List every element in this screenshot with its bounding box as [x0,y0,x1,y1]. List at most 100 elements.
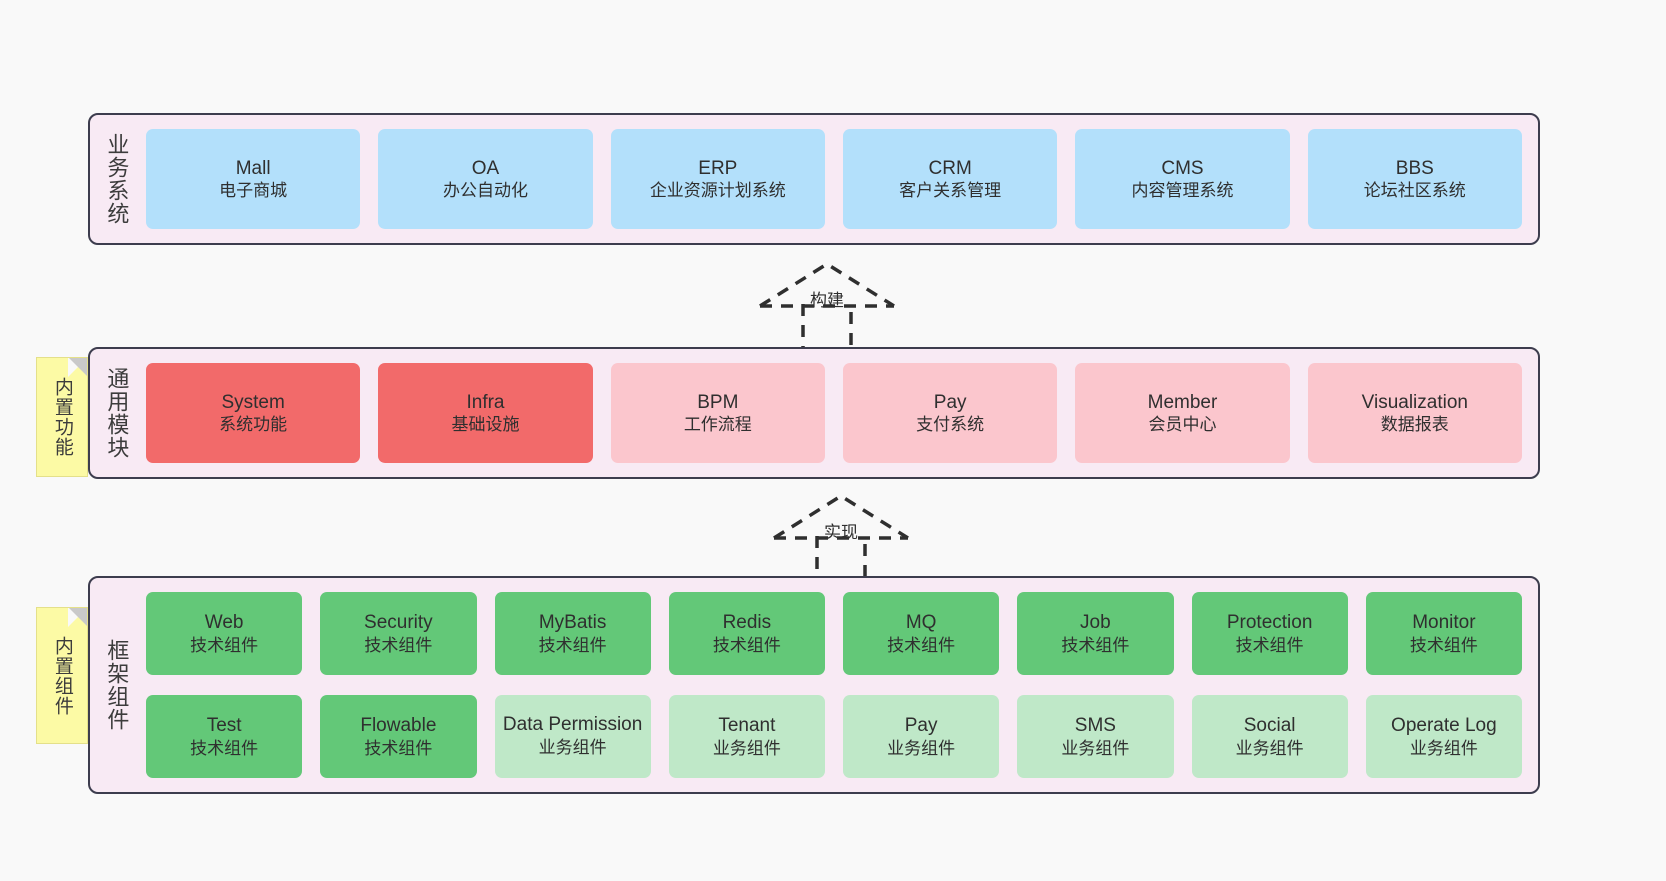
node-label-en: Monitor [1412,612,1476,633]
node-mybatis[interactable]: MyBatis 技术组件 [494,592,651,675]
layer-business-system-title: 业务系统 [104,133,130,225]
node-label-cn: 数据报表 [1380,415,1449,435]
layer-business-system: 业务系统 Mall 电子商城 OA 办公自动化 ERP 企业资源计划系统 CRM [88,113,1540,245]
node-flowable[interactable]: Flowable 技术组件 [320,695,477,778]
layer-framework-component-title: 框架组件 [104,639,130,731]
node-row: Test 技术组件 Flowable 技术组件 Data Permission … [146,695,1522,778]
node-monitor[interactable]: Monitor 技术组件 [1365,592,1522,675]
node-label-cn: 会员中心 [1148,415,1217,435]
node-system[interactable]: System 系统功能 [146,363,361,463]
node-label-en: OA [471,157,500,179]
node-label-en: MQ [905,612,937,633]
note-fold-corner-icon [69,608,87,626]
node-label-en: Member [1147,391,1218,413]
node-label-en: Tenant [718,715,776,736]
layer-common-module: 通用模块 System 系统功能 Infra 基础设施 BPM 工作流程 Pay [88,347,1540,479]
node-security[interactable]: Security 技术组件 [320,592,477,675]
node-social[interactable]: Social 业务组件 [1191,695,1348,778]
note-builtin-component: 内置组件 [36,607,88,744]
layer-business-system-body: Mall 电子商城 OA 办公自动化 ERP 企业资源计划系统 CRM 客户关系… [142,115,1538,243]
node-label-en: Protection [1226,612,1313,633]
node-operate-log[interactable]: Operate Log 业务组件 [1365,695,1522,778]
node-pay-business[interactable]: Pay 业务组件 [843,695,1000,778]
node-web[interactable]: Web 技术组件 [146,592,303,675]
node-label-en: Web [204,612,244,633]
node-mall[interactable]: Mall 电子商城 [146,129,361,229]
node-tenant[interactable]: Tenant 业务组件 [668,695,825,778]
node-label-en: Data Permission [502,714,643,736]
node-redis[interactable]: Redis 技术组件 [668,592,825,675]
node-label-cn: 办公自动化 [442,181,528,201]
node-data-permission[interactable]: Data Permission 业务组件 [494,695,651,778]
node-label-en: Operate Log [1391,715,1497,736]
node-label-en: Security [364,612,433,633]
connector-implement: 实现 [746,488,936,593]
node-label-cn: 业务组件 [1235,738,1304,758]
node-label-cn: 电子商城 [219,181,288,201]
node-label-cn: 技术组件 [364,738,433,758]
node-label-cn: 技术组件 [1409,635,1478,655]
node-test[interactable]: Test 技术组件 [146,695,303,778]
node-label-cn: 客户关系管理 [899,181,1002,201]
node-label-cn: 业务组件 [1061,738,1130,758]
node-label-cn: 技术组件 [364,635,433,655]
connector-build-label: 构建 [810,291,844,310]
node-label-cn: 技术组件 [538,635,607,655]
node-label-cn: 技术组件 [887,635,956,655]
node-label-en: Test [206,715,242,736]
node-label-cn: 业务组件 [538,738,607,758]
node-job[interactable]: Job 技术组件 [1017,592,1174,675]
node-label-en: Infra [466,391,505,413]
node-label-cn: 论坛社区系统 [1363,181,1466,201]
node-oa[interactable]: OA 办公自动化 [378,129,593,229]
node-row: System 系统功能 Infra 基础设施 BPM 工作流程 Pay 支付系统… [146,363,1522,463]
node-bpm[interactable]: BPM 工作流程 [610,363,825,463]
node-label-en: BBS [1395,157,1434,179]
layer-common-module-title: 通用模块 [104,367,130,459]
node-label-cn: 业务组件 [712,738,781,758]
node-visualization[interactable]: Visualization 数据报表 [1307,363,1522,463]
node-crm[interactable]: CRM 客户关系管理 [842,129,1058,229]
note-builtin-function: 内置功能 [36,357,88,477]
node-label-en: SMS [1074,715,1116,736]
node-bbs[interactable]: BBS 论坛社区系统 [1307,129,1522,229]
node-row: Web 技术组件 Security 技术组件 MyBatis 技术组件 Redi… [146,592,1522,675]
layer-common-module-body: System 系统功能 Infra 基础设施 BPM 工作流程 Pay 支付系统… [142,349,1538,477]
node-label-cn: 支付系统 [916,415,985,435]
node-label-en: Job [1080,612,1111,633]
note-fold-corner-icon [69,358,87,376]
node-cms[interactable]: CMS 内容管理系统 [1075,129,1290,229]
node-mq[interactable]: MQ 技术组件 [843,592,1000,675]
node-label-en: BPM [697,391,739,413]
node-protection[interactable]: Protection 技术组件 [1191,592,1348,675]
node-label-cn: 技术组件 [190,738,259,758]
node-label-cn: 企业资源计划系统 [649,181,786,201]
node-sms[interactable]: SMS 业务组件 [1017,695,1174,778]
node-label-cn: 系统功能 [219,415,288,435]
note-builtin-component-label: 内置组件 [51,635,73,716]
node-label-en: CRM [928,157,972,179]
node-label-en: Visualization [1361,391,1468,413]
node-label-en: Pay [904,715,938,736]
node-label-cn: 技术组件 [712,635,781,655]
note-builtin-function-label: 内置功能 [51,377,73,457]
node-label-en: Pay [933,391,967,413]
node-label-en: Redis [722,612,772,633]
node-label-cn: 技术组件 [1235,635,1304,655]
node-label-cn: 内容管理系统 [1131,181,1234,201]
layer-framework-component: 框架组件 Web 技术组件 Security 技术组件 MyBatis 技术组件… [88,576,1540,794]
node-label-cn: 基础设施 [451,415,520,435]
connector-build: 构建 [732,256,922,361]
node-label-cn: 工作流程 [683,415,752,435]
node-label-en: Flowable [360,715,437,736]
node-infra[interactable]: Infra 基础设施 [378,363,593,463]
node-label-cn: 技术组件 [1061,635,1130,655]
node-erp[interactable]: ERP 企业资源计划系统 [610,129,825,229]
node-row: Mall 电子商城 OA 办公自动化 ERP 企业资源计划系统 CRM 客户关系… [146,129,1522,229]
node-label-en: CMS [1161,157,1204,179]
connector-implement-label: 实现 [824,523,858,542]
node-pay[interactable]: Pay 支付系统 [842,363,1058,463]
node-member[interactable]: Member 会员中心 [1075,363,1290,463]
node-label-en: MyBatis [538,612,607,633]
